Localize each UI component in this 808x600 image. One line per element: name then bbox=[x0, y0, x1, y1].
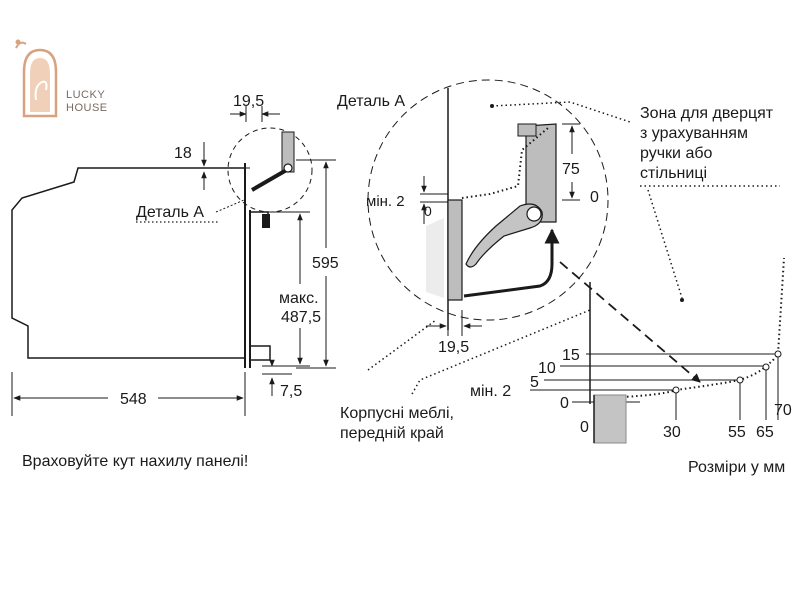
detail-big-circle bbox=[367, 79, 609, 321]
furniture-line-1: Корпусні меблі, bbox=[340, 405, 454, 422]
worktop-edge-block bbox=[593, 394, 627, 444]
logo-line-1: LUCKY bbox=[66, 89, 105, 101]
dim-height-label: 595 bbox=[312, 255, 339, 272]
zone-note: Зона для дверцят з урахуванням ручки або… bbox=[640, 105, 774, 182]
logo-line-2: HOUSE bbox=[66, 102, 108, 114]
scale-x-65: 65 bbox=[756, 424, 774, 441]
oven-body-outline bbox=[11, 167, 245, 359]
dim-height bbox=[296, 159, 336, 369]
dim-max-value: 487,5 bbox=[281, 309, 321, 326]
detail-right-height: 75 bbox=[562, 161, 580, 178]
units-note: Розміри у мм bbox=[688, 459, 785, 476]
scale-x-0: 0 bbox=[580, 419, 589, 436]
scale-y-0: 0 bbox=[560, 395, 569, 412]
logo-arch-icon bbox=[22, 48, 58, 118]
door-swing-arrow bbox=[463, 228, 560, 298]
oven-side-view bbox=[11, 163, 271, 368]
scale-x-30: 30 bbox=[663, 424, 681, 441]
detail-a-marker-circle bbox=[227, 127, 313, 213]
dim-bottom-label: 7,5 bbox=[280, 383, 302, 400]
dim-top-width bbox=[230, 106, 280, 122]
zone-line-4: стільниці bbox=[640, 165, 707, 182]
detail-a-mini-hinge bbox=[250, 131, 295, 192]
dim-top-width-label: 19,5 bbox=[233, 93, 264, 110]
dim-lip bbox=[196, 142, 250, 190]
dim-max bbox=[262, 211, 310, 367]
detail-a-label: Деталь А bbox=[136, 204, 204, 221]
detail-title: Деталь А bbox=[337, 93, 405, 110]
dim-depth bbox=[11, 372, 246, 416]
tilt-warning-note: Враховуйте кут нахилу панелі! bbox=[22, 453, 248, 470]
detail-zero-small: 0 bbox=[424, 203, 432, 219]
scale-y-min2: мін. 2 bbox=[470, 383, 511, 400]
scale-y-5: 5 bbox=[530, 374, 539, 391]
detail-hinge-arm bbox=[465, 203, 543, 268]
detail-hinge-bracket bbox=[517, 123, 557, 223]
zone-line-1: Зона для дверцят bbox=[640, 105, 774, 122]
scale-y-10: 10 bbox=[538, 360, 556, 377]
tilt-dashed-arrow bbox=[559, 261, 701, 383]
dim-bottom bbox=[262, 359, 292, 396]
scale-x-70: 70 bbox=[774, 402, 792, 419]
scale-x-55: 55 bbox=[728, 424, 746, 441]
furniture-line-2: передній край bbox=[340, 425, 444, 442]
detail-right-zero: 0 bbox=[590, 189, 599, 206]
zone-line-2: з урахуванням bbox=[640, 125, 748, 142]
lucky-house-logo: LUCKY HOUSE bbox=[15, 39, 108, 118]
dim-max-prefix: макс. bbox=[279, 290, 319, 307]
detail-bottom-label: 19,5 bbox=[438, 339, 469, 356]
zone-line-3: ручки або bbox=[640, 145, 713, 162]
clearance-scale bbox=[530, 353, 779, 420]
dim-lip-label: 18 bbox=[174, 145, 192, 162]
dim-depth-label: 548 bbox=[120, 391, 147, 408]
detail-min-label: мін. 2 bbox=[366, 193, 405, 210]
scale-y-15: 15 bbox=[562, 347, 580, 364]
detail-door-panel bbox=[426, 199, 463, 301]
door-tilt-curve bbox=[599, 257, 785, 399]
